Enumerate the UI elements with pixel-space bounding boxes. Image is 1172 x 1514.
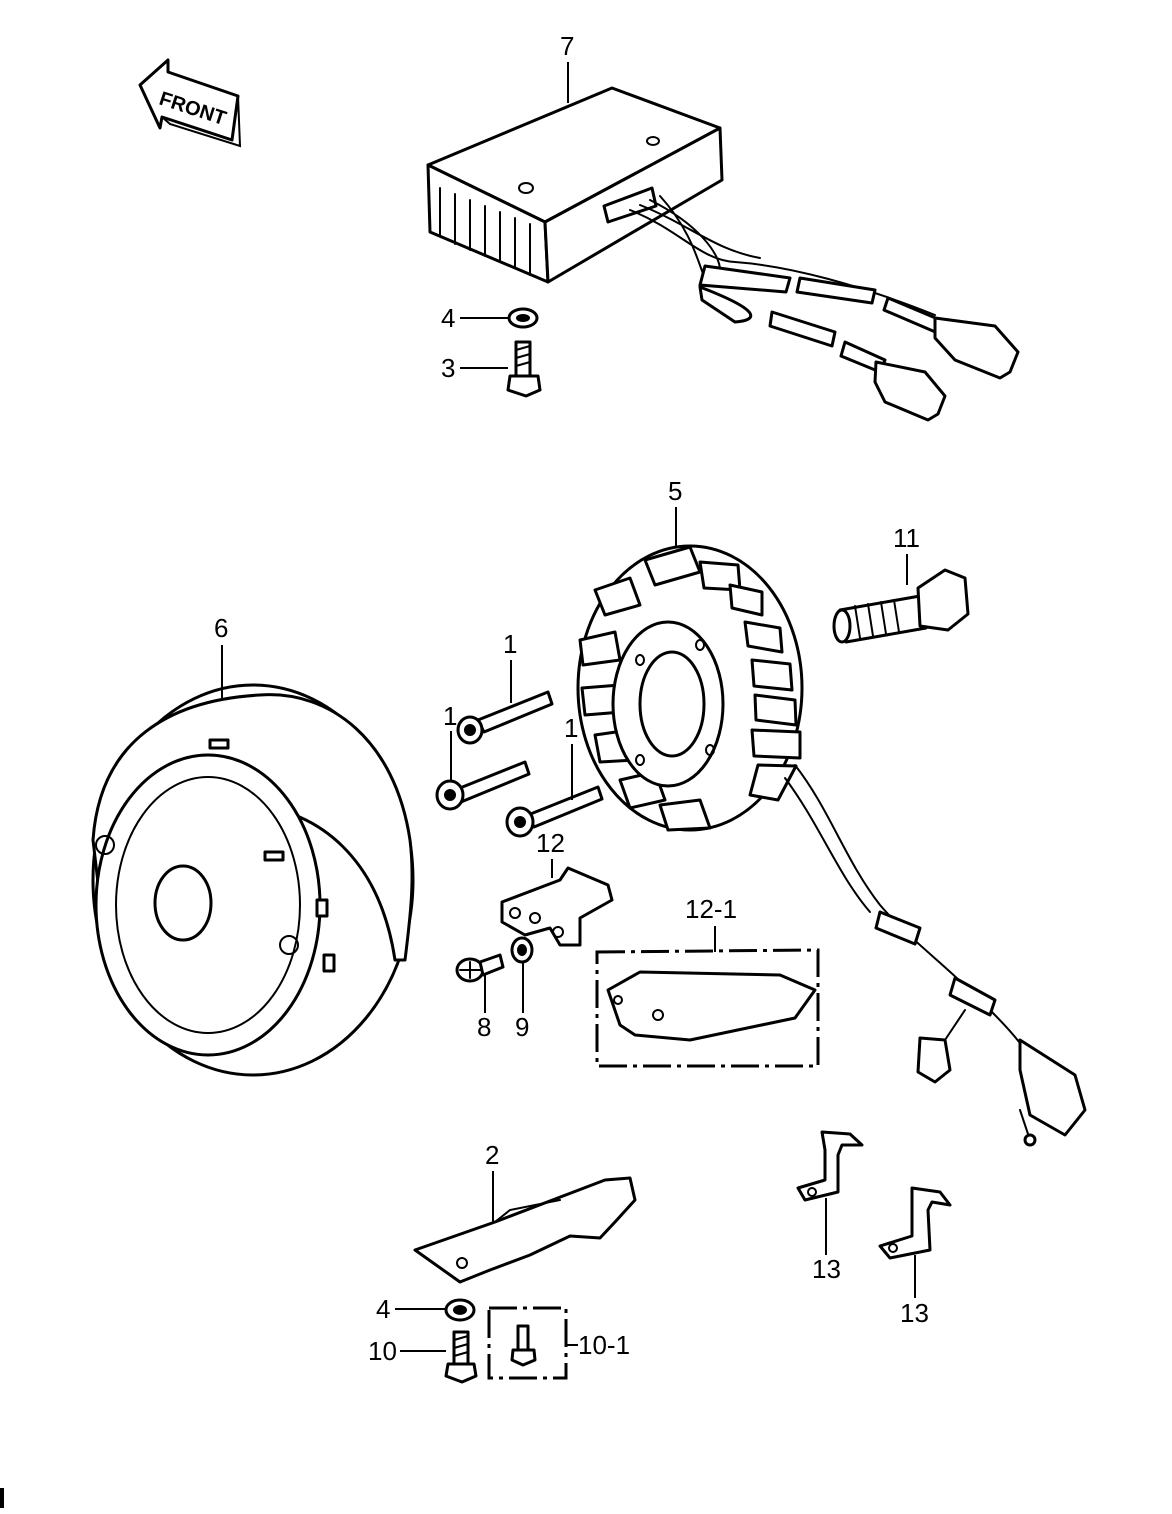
callout-6: 6 xyxy=(214,613,228,643)
callout-8: 8 xyxy=(477,1012,491,1042)
callout-12: 12 xyxy=(536,828,565,858)
front-arrow-icon: FRONT xyxy=(138,58,242,148)
callout-13-b: 13 xyxy=(900,1298,929,1328)
stator xyxy=(576,544,1087,1147)
bolt-10 xyxy=(444,1330,478,1384)
regulator-rectifier xyxy=(426,86,1020,422)
bracket-12 xyxy=(500,866,614,947)
kit-box-10-1 xyxy=(487,1306,568,1380)
kit-box-12-1 xyxy=(595,948,820,1068)
bolt-3 xyxy=(506,340,542,398)
callout-13-a: 13 xyxy=(812,1254,841,1284)
callout-3: 3 xyxy=(441,353,455,383)
washer-upper xyxy=(507,307,539,329)
callout-2: 2 xyxy=(485,1140,499,1170)
callout-12-1: 12-1 xyxy=(685,894,737,924)
callout-10: 10 xyxy=(368,1336,397,1366)
callout-10-1: 10-1 xyxy=(578,1330,630,1360)
callout-1-c: 1 xyxy=(564,713,578,743)
socket-bolt-b xyxy=(435,760,531,811)
clamp-13-b xyxy=(878,1186,952,1260)
callout-5: 5 xyxy=(668,476,682,506)
washer-9 xyxy=(510,936,534,964)
callout-11: 11 xyxy=(893,523,920,553)
callout-7: 7 xyxy=(560,31,574,61)
clamp-13-a xyxy=(796,1130,864,1202)
callout-1-a: 1 xyxy=(503,629,517,659)
callout-1-b: 1 xyxy=(443,701,457,731)
socket-bolt-c xyxy=(505,785,604,838)
socket-bolt-a xyxy=(456,690,554,745)
washer-lower xyxy=(444,1298,476,1322)
screw-8 xyxy=(455,953,505,983)
bolt-11 xyxy=(832,568,970,644)
callout-9: 9 xyxy=(515,1012,529,1042)
callout-4-lower: 4 xyxy=(376,1294,390,1324)
rotor xyxy=(91,683,415,1077)
callout-4-upper: 4 xyxy=(441,303,455,333)
bracket-2 xyxy=(413,1176,637,1284)
margin-mark xyxy=(0,1488,4,1508)
